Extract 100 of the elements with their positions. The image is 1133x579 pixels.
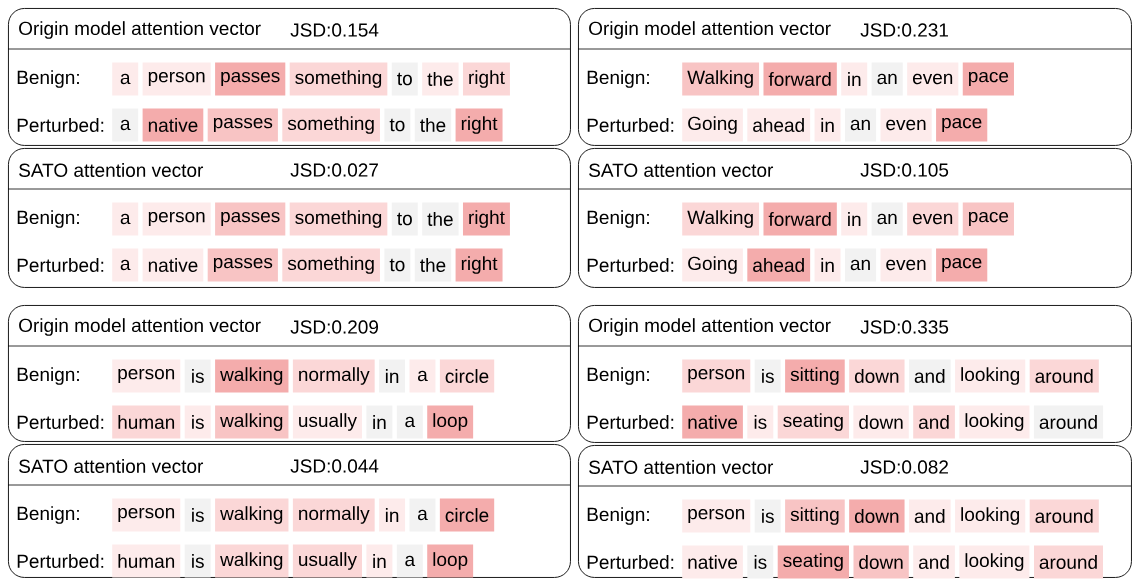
word-cell: circle xyxy=(439,359,495,393)
word-cell: around xyxy=(1029,499,1099,533)
row-label: Benign: xyxy=(587,210,649,228)
word-cell: to xyxy=(391,202,418,236)
row-label: Perturbed: xyxy=(17,118,104,132)
word-cell: sitting xyxy=(785,499,845,533)
word-cell: is xyxy=(184,544,211,578)
word-cell: a xyxy=(409,359,436,393)
word-cell: in xyxy=(366,405,393,439)
panel-title: SATO attention vector xyxy=(19,459,204,473)
row-label: Perturbed: xyxy=(587,118,674,132)
word-cell: pace xyxy=(936,108,988,142)
word-cell: pace xyxy=(962,202,1014,236)
word-cell: passes xyxy=(207,248,278,282)
word-cell: even xyxy=(880,108,932,142)
word-cell: looking xyxy=(955,359,1026,393)
word-cell: right xyxy=(455,248,503,282)
row-label: Benign: xyxy=(587,70,649,88)
word-cell: something xyxy=(282,248,380,282)
word-cell: around xyxy=(1029,359,1099,393)
word-cell: down xyxy=(849,499,905,533)
row-label: Benign: xyxy=(587,507,649,525)
word-cell: something xyxy=(289,202,388,236)
panel-title: Origin model attention vector xyxy=(589,318,831,336)
jsd-score: JSD:0.231 xyxy=(860,23,948,37)
jsd-score: JSD:0.027 xyxy=(290,163,378,177)
word-cell: person xyxy=(142,62,211,96)
word-cell: walking xyxy=(215,405,289,439)
word-cell: forward xyxy=(763,62,837,96)
word-cell: sitting xyxy=(785,359,845,393)
word-cell: an xyxy=(844,108,877,142)
word-cell: a xyxy=(396,544,423,578)
word-cell: loop xyxy=(427,544,474,578)
word-cell: is xyxy=(184,359,211,393)
word-cell: around xyxy=(1033,405,1104,439)
word-cell: and xyxy=(908,499,951,533)
word-cell: person xyxy=(112,359,181,393)
word-cell: and xyxy=(913,545,955,579)
word-cell: Going xyxy=(682,108,743,142)
word-cell: something xyxy=(282,108,380,142)
word-cell: looking xyxy=(955,499,1026,533)
word-cell: right xyxy=(462,62,510,96)
word-cell: an xyxy=(871,62,903,96)
word-cell: human xyxy=(112,544,181,578)
node-label: an xyxy=(850,119,870,131)
row-label: Perturbed: xyxy=(587,555,674,569)
row-label: Perturbed: xyxy=(587,258,674,272)
word-cell: person xyxy=(682,359,751,393)
row-label: Perturbed: xyxy=(17,258,104,272)
word-cell: an xyxy=(871,202,903,236)
word-cell: usually xyxy=(292,405,362,439)
word-cell: a xyxy=(409,498,436,532)
word-cell: pace xyxy=(962,62,1014,96)
word-cell: is xyxy=(747,545,774,579)
word-cell: the xyxy=(414,108,452,142)
word-cell: looking xyxy=(959,545,1030,579)
jsd-score: JSD:0.082 xyxy=(860,460,948,474)
word-cell: passes xyxy=(207,108,278,142)
word-cell: and xyxy=(913,405,955,439)
node-label: around xyxy=(1039,415,1097,429)
panel-title: Origin model attention vector xyxy=(19,21,261,39)
node-label: a xyxy=(120,119,131,131)
word-cell: forward xyxy=(763,202,837,236)
jsd-score: JSD:0.154 xyxy=(290,23,379,37)
word-cell: down xyxy=(849,359,905,393)
word-cell: in xyxy=(814,108,841,142)
word-cell: around xyxy=(1033,545,1104,579)
word-cell: in xyxy=(379,359,406,393)
word-cell: a xyxy=(112,62,139,96)
word-cell: in xyxy=(841,62,868,96)
panel-title: SATO attention vector xyxy=(19,163,204,177)
word-cell: ahead xyxy=(747,108,811,142)
word-cell: person xyxy=(112,498,181,532)
jsd-score: JSD:0.105 xyxy=(860,163,949,177)
word-cell: down xyxy=(853,405,909,439)
word-cell: a xyxy=(396,405,423,439)
node-label: the xyxy=(420,118,446,132)
node-label: to xyxy=(389,118,405,132)
word-cell: is xyxy=(184,498,211,532)
word-cell: a xyxy=(112,108,139,142)
word-cell: human xyxy=(112,405,181,439)
word-cell: ahead xyxy=(747,248,811,282)
row-label: Benign: xyxy=(17,367,79,385)
word-cell: in xyxy=(366,544,393,578)
panel-title: Origin model attention vector xyxy=(19,318,261,336)
word-cell: the xyxy=(422,202,459,236)
word-cell: Going xyxy=(682,248,743,282)
word-cell: to xyxy=(391,62,418,96)
jsd-score: JSD:0.335 xyxy=(860,320,949,334)
row-label: Benign: xyxy=(17,210,79,228)
word-cell: right xyxy=(455,108,503,142)
word-cell: native xyxy=(682,545,743,579)
jsd-score: JSD:0.209 xyxy=(290,320,378,334)
word-cell: native xyxy=(142,108,204,142)
word-cell: Walking xyxy=(682,62,760,96)
word-cell: person xyxy=(142,202,211,236)
word-cell: passes xyxy=(215,202,286,236)
panel-title: Origin model attention vector xyxy=(589,21,831,39)
word-cell: even xyxy=(907,202,959,236)
word-cell: walking xyxy=(215,544,289,578)
